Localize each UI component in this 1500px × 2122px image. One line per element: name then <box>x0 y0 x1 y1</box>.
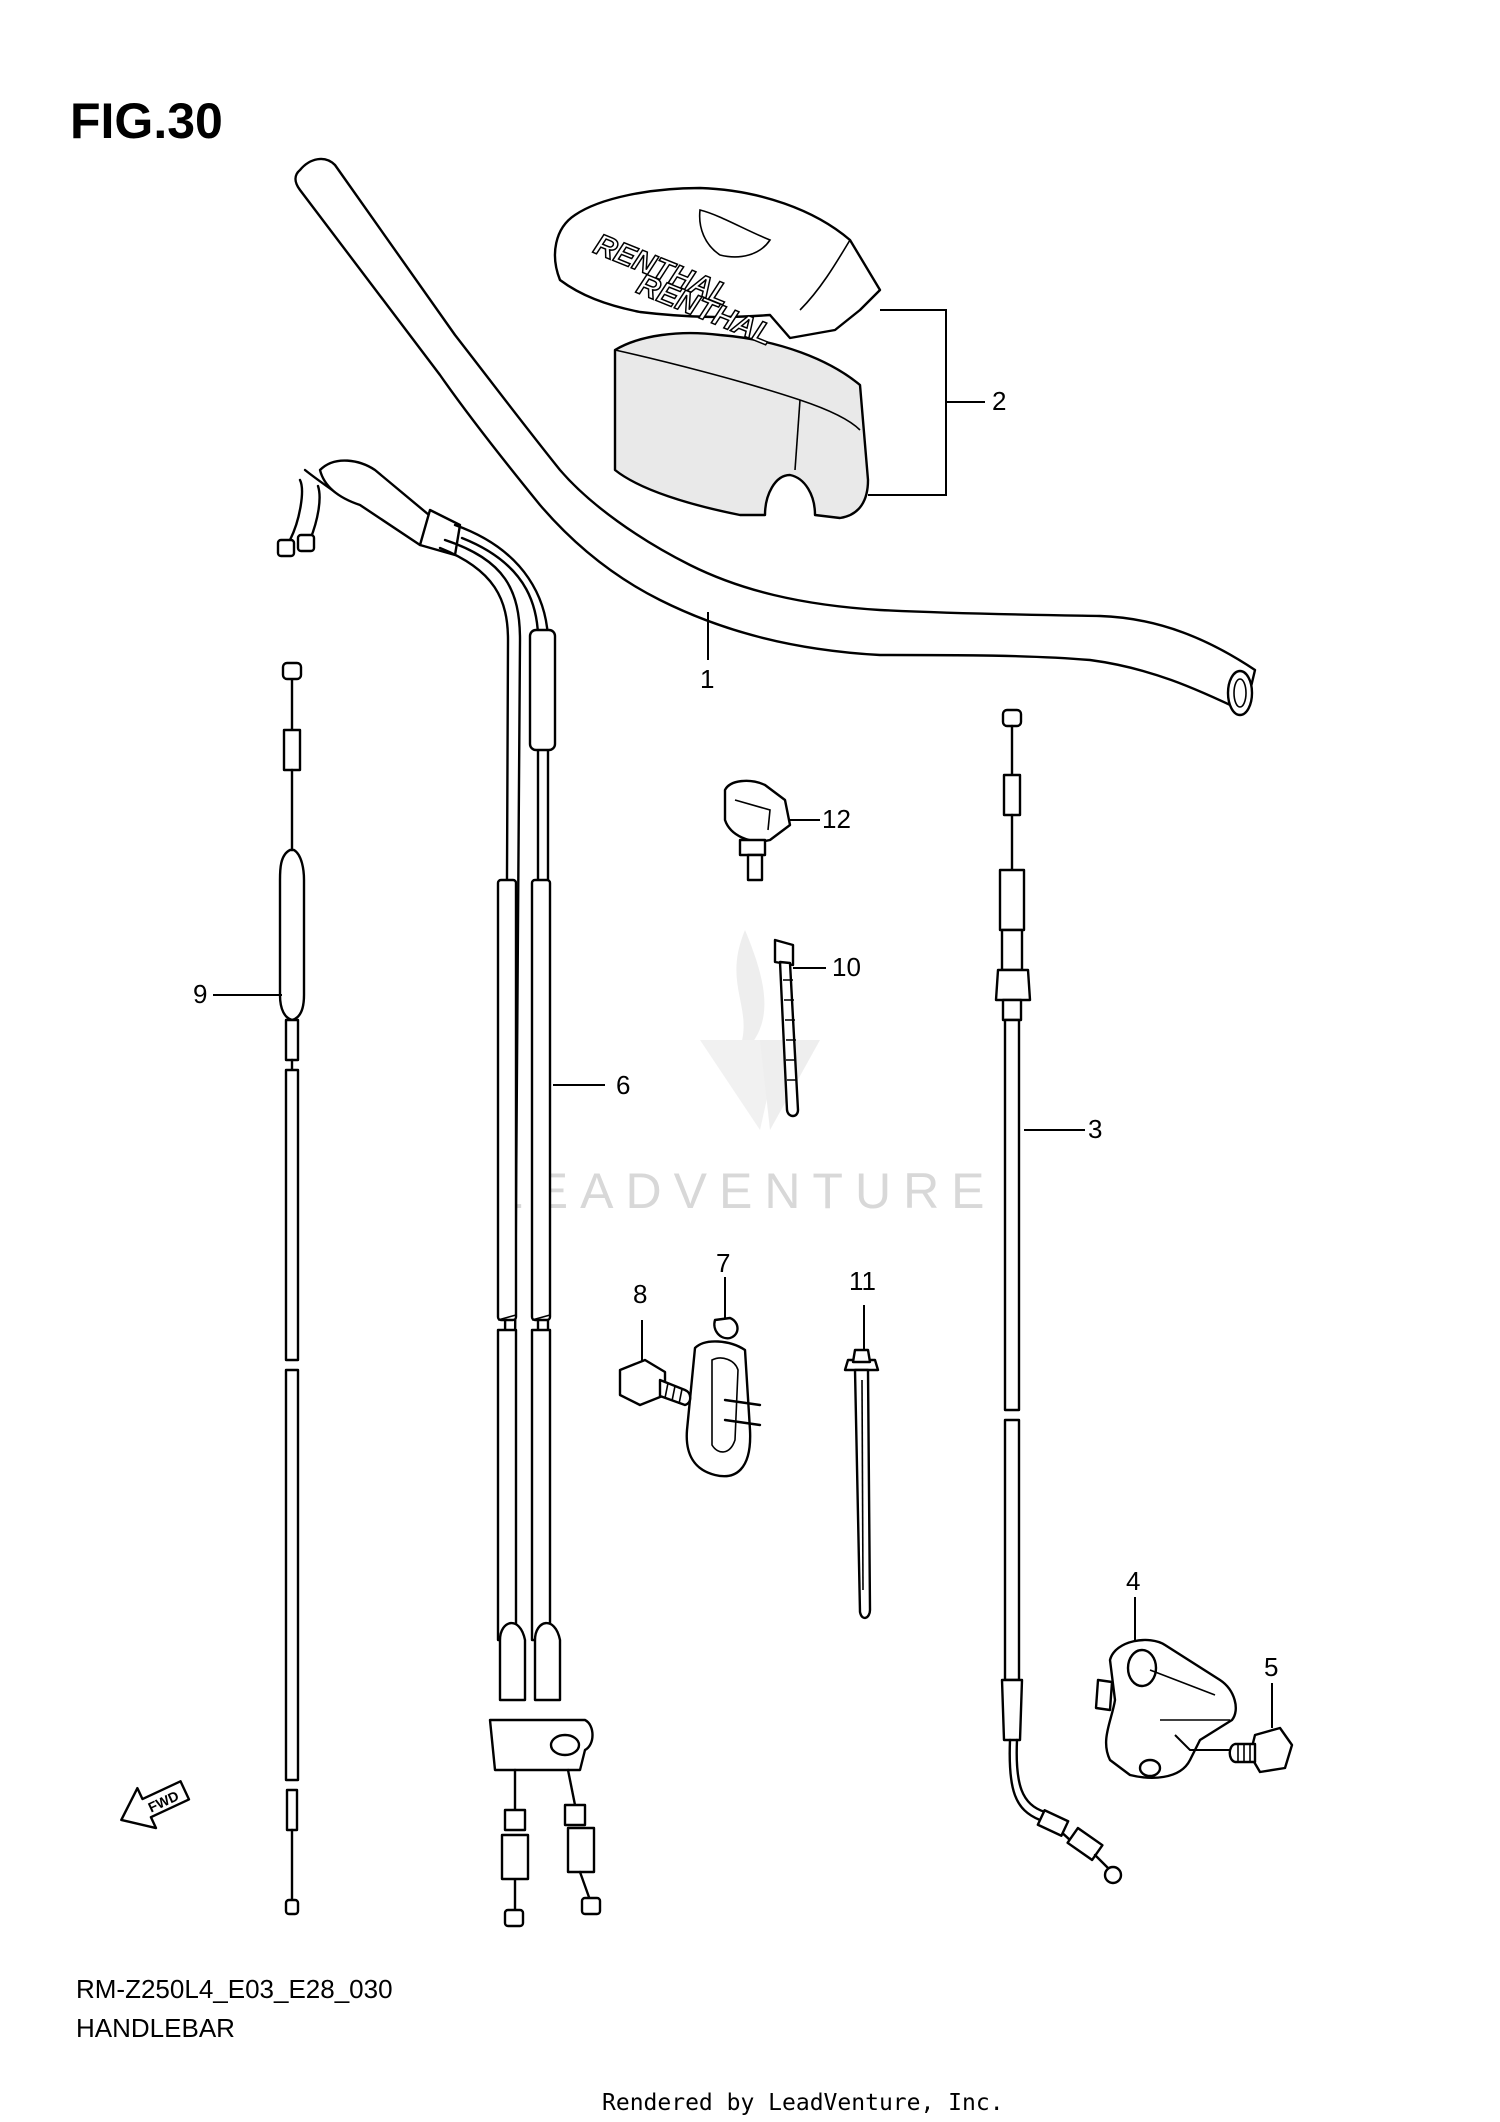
watermark: LEADVENTURE <box>495 930 997 1219</box>
figure-code: RM-Z250L4_E03_E28_030 <box>76 1974 393 2004</box>
callout-3[interactable]: 3 <box>1088 1114 1102 1144</box>
callout-1[interactable]: 1 <box>700 664 714 694</box>
callout-6[interactable]: 6 <box>616 1070 630 1100</box>
callout-2[interactable]: 2 <box>992 386 1006 416</box>
part-1-handlebar[interactable] <box>294 157 1257 717</box>
part-3-clutch-cable[interactable] <box>994 708 1123 1885</box>
part-6-throttle-cable[interactable] <box>276 459 605 1928</box>
callout-8[interactable]: 8 <box>633 1279 647 1309</box>
part-5-bolt[interactable] <box>1228 1683 1294 1774</box>
part-7-wire-guide[interactable] <box>685 1277 762 1478</box>
callout-11[interactable]: 11 <box>849 1266 876 1296</box>
fwd-arrow-icon: FWD <box>120 1780 191 1830</box>
figure-name: HANDLEBAR <box>76 2013 235 2043</box>
part-11-cable-tie[interactable] <box>843 1305 880 1620</box>
part-4-bracket[interactable] <box>1094 1597 1237 1779</box>
callout-4[interactable]: 4 <box>1126 1566 1140 1596</box>
part-2-handlebar-pad[interactable]: RENTHAL RENTHAL <box>553 186 985 520</box>
watermark-text: LEADVENTURE <box>495 1163 997 1219</box>
part-8-bolt[interactable] <box>618 1320 692 1407</box>
part-9-cable[interactable] <box>213 661 306 1916</box>
callout-7[interactable]: 7 <box>716 1248 730 1278</box>
part-10-cable-tie[interactable] <box>773 938 826 1118</box>
leadventure-watermark-logo <box>700 930 820 1130</box>
callout-10[interactable]: 10 <box>832 952 861 982</box>
callout-5[interactable]: 5 <box>1264 1652 1278 1682</box>
figure-title: FIG.30 <box>70 93 223 149</box>
part-12-clamp[interactable] <box>723 779 820 882</box>
rendered-by: Rendered by LeadVenture, Inc. <box>602 2090 1004 2116</box>
callout-12[interactable]: 12 <box>822 804 851 834</box>
callout-9[interactable]: 9 <box>193 979 207 1009</box>
